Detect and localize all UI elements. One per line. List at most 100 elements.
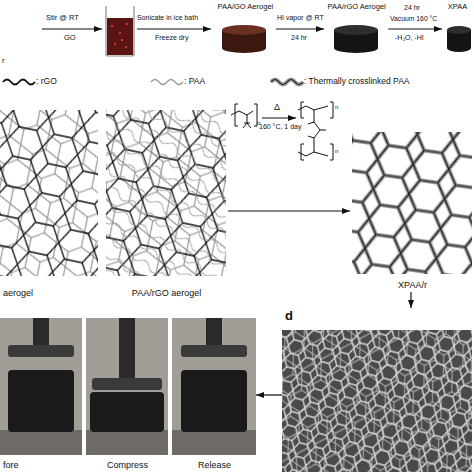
reaction-condition: 160 °C, 1 day	[259, 123, 302, 131]
chemical-structure	[301, 144, 333, 160]
sample-label: Release	[198, 460, 231, 470]
aerogel-sample: PAA/GO Aerogel	[214, 2, 276, 56]
process-label: Freeze dry	[155, 34, 188, 42]
paa-rgo-network	[106, 110, 226, 276]
process-label: 24 hr	[404, 4, 420, 12]
legend-item: : rGO	[2, 76, 57, 88]
sample-label: PAA/rGO Aerogel	[328, 3, 386, 12]
compression-photo	[8, 370, 74, 432]
process-arrow	[276, 28, 324, 29]
paa-rgo-network	[106, 110, 226, 276]
chemical-structure	[301, 102, 333, 118]
compression-photo	[86, 318, 168, 455]
legend-sample	[151, 80, 183, 85]
network-schematic: PAA/rGO aerogel	[104, 108, 228, 300]
process-label: Vacuum 160 °C	[390, 15, 437, 23]
subscript: n	[257, 120, 260, 127]
process-label: r	[2, 56, 5, 65]
aerogel-sample: PAA/rGO Aerogel	[324, 2, 388, 56]
compression-photo	[181, 345, 247, 357]
xpaa-rgo-network	[352, 132, 472, 274]
aerogel-network	[0, 110, 98, 276]
sem-image	[282, 330, 472, 472]
compression-photo	[181, 370, 247, 432]
process-arrow	[256, 394, 282, 395]
panel-letter: d	[285, 309, 293, 324]
legend-item: : PAA	[150, 76, 205, 88]
aerogel-cylinder	[222, 25, 471, 53]
reaction-condition: Δ	[274, 102, 280, 112]
sem-image	[282, 330, 472, 472]
process-arrow	[388, 28, 442, 29]
compression-photo	[0, 318, 256, 455]
process-label: Sonicate in ice bath	[137, 14, 198, 22]
sample-label: XPAA/r	[398, 280, 427, 290]
legend-sample	[150, 76, 184, 88]
sample-label: XPAA	[448, 3, 467, 12]
beaker	[114, 43, 116, 45]
compression-photo	[33, 318, 49, 345]
sample-label: aerogel	[3, 288, 33, 298]
chemical-structure	[298, 152, 328, 156]
sample-label: PAA/rGO aerogel	[132, 288, 201, 298]
process-label: 24 hr	[291, 34, 307, 42]
legend-sample	[2, 76, 36, 88]
sample-label: PAA/GO Aerogel	[218, 3, 274, 12]
aerogel-cylinder	[222, 25, 266, 35]
network-schematic: XPAA/r	[350, 130, 474, 292]
aerogel-network	[0, 110, 98, 276]
chemical-structure	[231, 111, 253, 115]
legend-sample	[3, 80, 35, 85]
compression-photo	[119, 318, 135, 378]
subscript: n	[335, 148, 338, 155]
xpaa-rgo-network	[352, 132, 472, 274]
legend-sample	[271, 80, 303, 85]
beaker	[121, 39, 123, 41]
process-arrow	[228, 210, 350, 211]
compression-photo	[86, 430, 168, 455]
beaker	[125, 46, 127, 48]
photo-panel: Release	[172, 318, 256, 472]
aerogel-cylinder	[334, 25, 378, 35]
aerogel-cylinder	[447, 26, 471, 34]
process-label: Stir @ RT	[46, 14, 79, 23]
compression-photo	[172, 430, 256, 455]
process-label: HI vapor @ RT	[277, 14, 324, 22]
compression-photo	[172, 318, 256, 455]
beaker	[106, 6, 134, 56]
photo-panel: fore	[0, 318, 82, 472]
chemical-structure	[243, 115, 251, 128]
compression-photo	[8, 345, 74, 357]
legend-text: : Thermally crosslinked PAA	[304, 77, 410, 87]
paa-rgo-network	[106, 110, 226, 276]
compression-photo	[0, 430, 82, 455]
legend-text: : rGO	[36, 77, 57, 87]
compression-photo	[206, 318, 222, 345]
process-label: GO	[64, 34, 76, 43]
chemical-structure	[262, 117, 296, 118]
process-arrow	[42, 28, 102, 29]
subscript: n	[335, 104, 338, 111]
network-schematic: aerogel	[0, 108, 98, 300]
aerogel-sample: XPAA	[442, 2, 472, 56]
legend-sample	[270, 76, 304, 88]
beaker	[106, 6, 134, 56]
photo-panel: Compress	[86, 318, 168, 472]
compression-photo	[92, 378, 162, 390]
legend-sample	[271, 80, 303, 85]
chemical-structure	[298, 106, 328, 110]
beaker	[107, 18, 133, 55]
sem-image	[282, 330, 472, 472]
sem-image	[282, 330, 472, 472]
process-arrow	[410, 292, 411, 308]
beaker	[111, 25, 113, 27]
process-label: -H₂O, -HI	[395, 34, 424, 42]
legend-text: : PAA	[184, 77, 205, 87]
compression-photo	[0, 318, 82, 455]
process-arrow	[137, 28, 211, 29]
sem-panel: d	[282, 308, 472, 472]
sample-label: fore	[3, 460, 19, 470]
